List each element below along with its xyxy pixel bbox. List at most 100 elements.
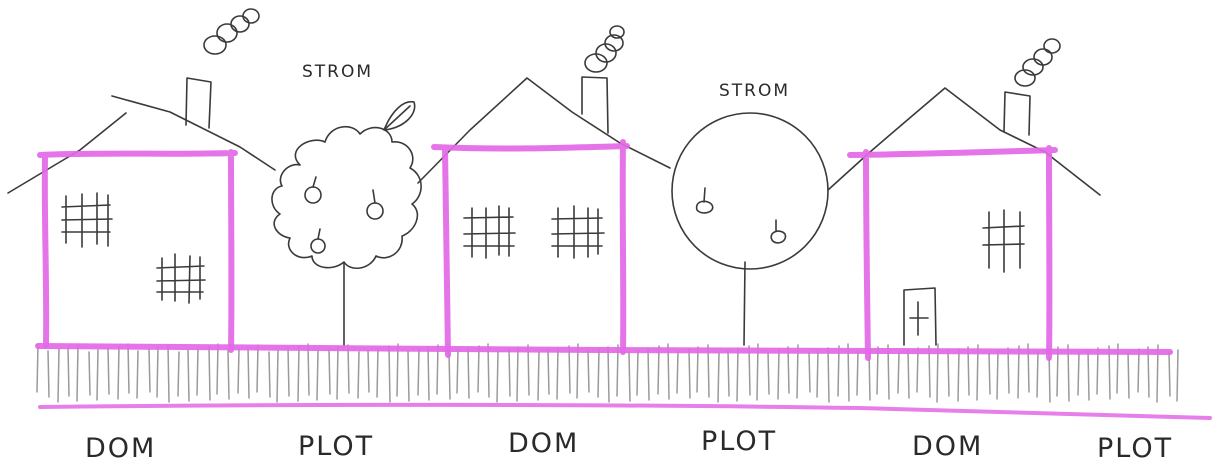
house-1-frame [37, 149, 238, 353]
tree-2-apples [695, 187, 787, 244]
ground-line [38, 402, 1212, 420]
fence-picket [547, 349, 550, 395]
fence-picket [616, 344, 619, 397]
fence-picket [597, 348, 600, 398]
fence-picket [448, 351, 451, 400]
fence-picket [417, 348, 420, 396]
fence-picket [748, 345, 751, 396]
fence-picket [187, 349, 190, 402]
fence-picket [136, 350, 139, 399]
tree-2-trunk [743, 261, 746, 346]
fence-picket [227, 350, 230, 400]
house-3-window [982, 209, 1025, 273]
fence-picket [307, 343, 310, 396]
label-plot-1: PLOT [298, 431, 374, 462]
fence-picket [1137, 348, 1140, 393]
fence-picket [396, 343, 399, 397]
fence-picket [127, 343, 130, 394]
fence-picket [717, 351, 720, 403]
tree-1-leaf [383, 101, 416, 131]
fence-picket [388, 345, 391, 403]
fence-picket [57, 348, 60, 403]
tree-1-apples [304, 176, 384, 254]
house-3-door [903, 287, 937, 346]
ground-labels: DOM PLOT DOM PLOT DOM PLOT [85, 426, 1173, 464]
fence-picket [508, 348, 511, 397]
tree-2-crown [671, 112, 829, 270]
fence-picket [276, 349, 279, 403]
fence-picket [96, 349, 99, 401]
fence-picket [628, 351, 631, 402]
tree-1: STROM [271, 62, 422, 347]
fence-picket [88, 351, 91, 396]
fence-picket [916, 347, 919, 393]
house-2-frame [431, 139, 630, 358]
fence-picket [607, 346, 610, 403]
house-2-smoke [584, 25, 625, 73]
fence-picket [196, 347, 199, 396]
fence-picket [707, 344, 710, 398]
fence-picket [527, 344, 530, 396]
fence-picket [796, 344, 799, 399]
fence-picket [328, 348, 331, 395]
house-1-window-2 [156, 253, 206, 304]
fence-picket [1056, 346, 1059, 397]
fence-picket [1096, 347, 1099, 395]
ground [35, 343, 1212, 420]
fence-picket [297, 345, 300, 402]
fence-picket [568, 345, 571, 394]
fence-picket [1127, 350, 1130, 399]
house-1-smoke [203, 8, 260, 55]
fence-picket [787, 346, 790, 394]
house-2-roof [417, 77, 671, 184]
fence-picket [816, 349, 819, 398]
fence-picket [436, 344, 439, 395]
fence-picket [947, 350, 950, 397]
fence-picket [156, 346, 159, 398]
house-2-window-2 [551, 205, 605, 259]
fence-picket [148, 348, 151, 393]
fence-top-rail [35, 343, 1173, 356]
tree-2-label: STROM [719, 81, 790, 101]
house-2 [417, 25, 671, 358]
fence-picket [336, 346, 339, 400]
fence-picket [427, 346, 430, 401]
label-plot-3: PLOT [1097, 433, 1173, 464]
fence-picket [556, 347, 559, 400]
fence-picket [957, 348, 960, 402]
fence-picket [67, 346, 70, 397]
fence-picket [407, 350, 410, 402]
fence-picket [1087, 349, 1090, 401]
fence-picket [376, 347, 379, 398]
fence-picket [907, 349, 910, 399]
fence-picket [837, 345, 840, 397]
fence-picket [316, 350, 319, 401]
fence-picket [808, 351, 811, 393]
fence-picket [47, 350, 50, 398]
fence-picket [876, 346, 879, 395]
fence-picket [467, 347, 470, 399]
house-3-smoke [1014, 38, 1061, 87]
fence-picket [576, 343, 579, 399]
fence-picket [247, 346, 250, 399]
label-dom-1: DOM [85, 433, 156, 464]
fence-picket [736, 347, 739, 402]
fence-picket [287, 347, 290, 397]
fence-picket [256, 344, 259, 393]
tree-1-label: STROM [302, 62, 373, 82]
fence-picket [727, 349, 730, 397]
fence-picket [696, 346, 699, 393]
fence-picket [177, 351, 180, 397]
fence-picket [657, 345, 660, 395]
fence-picket [767, 350, 770, 395]
house-3-frame [847, 145, 1058, 361]
tree-1-crown [271, 125, 422, 269]
fence-picket [856, 350, 859, 396]
fence-picket [456, 349, 459, 394]
fence-picket [676, 350, 679, 394]
fence-picket [367, 349, 370, 393]
fence-picket [636, 349, 639, 396]
house-2-chimney [581, 76, 609, 134]
label-dom-3: DOM [912, 431, 983, 462]
fence-picket [967, 346, 970, 396]
